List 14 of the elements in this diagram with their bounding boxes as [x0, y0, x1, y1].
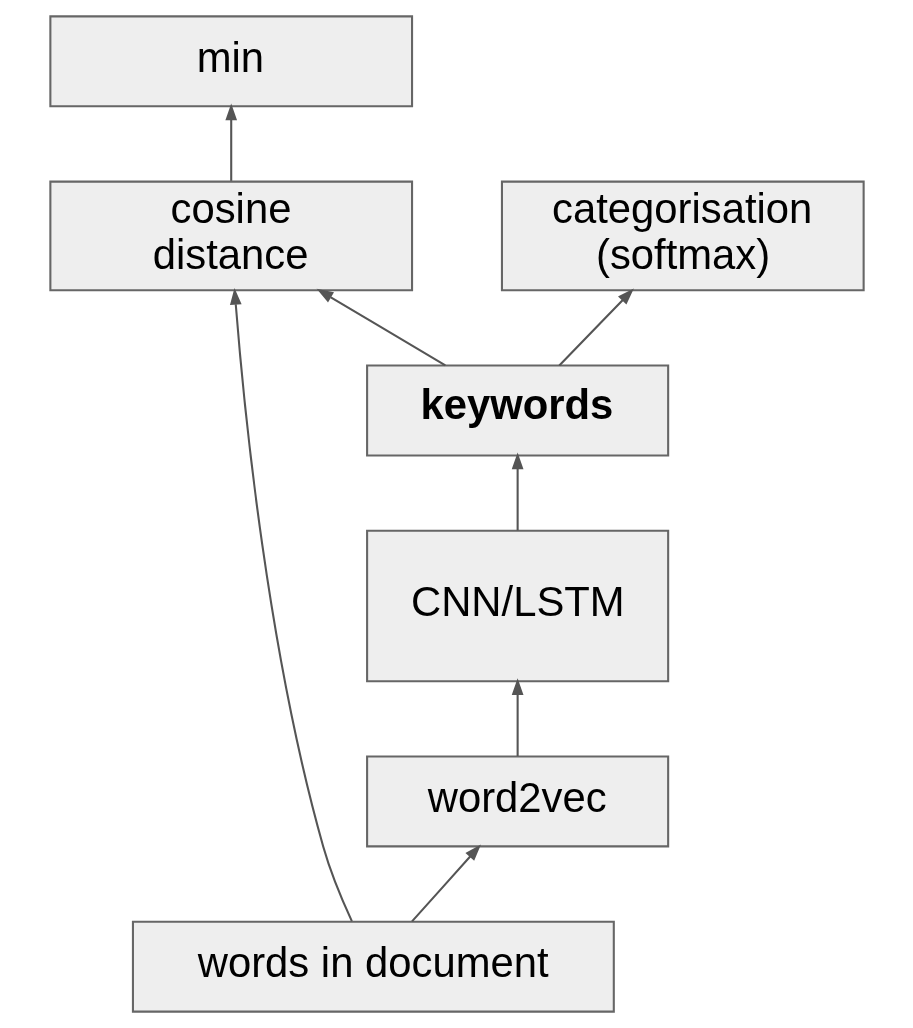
arrow — [229, 287, 353, 922]
node-box: categorisation (softmax) — [500, 180, 865, 292]
node-box: min — [48, 15, 413, 108]
node-box: cosine distance — [48, 180, 413, 292]
arrow — [410, 844, 481, 923]
node-box: keywords — [365, 364, 669, 457]
node-box: words in document — [131, 920, 615, 1013]
arrow — [224, 103, 237, 181]
node-box: CNN/LSTM — [365, 529, 669, 683]
arrow — [316, 288, 446, 367]
arrow — [511, 678, 523, 756]
node-box: word2vec — [365, 755, 669, 848]
arrow — [558, 288, 634, 367]
arrow — [511, 452, 523, 531]
